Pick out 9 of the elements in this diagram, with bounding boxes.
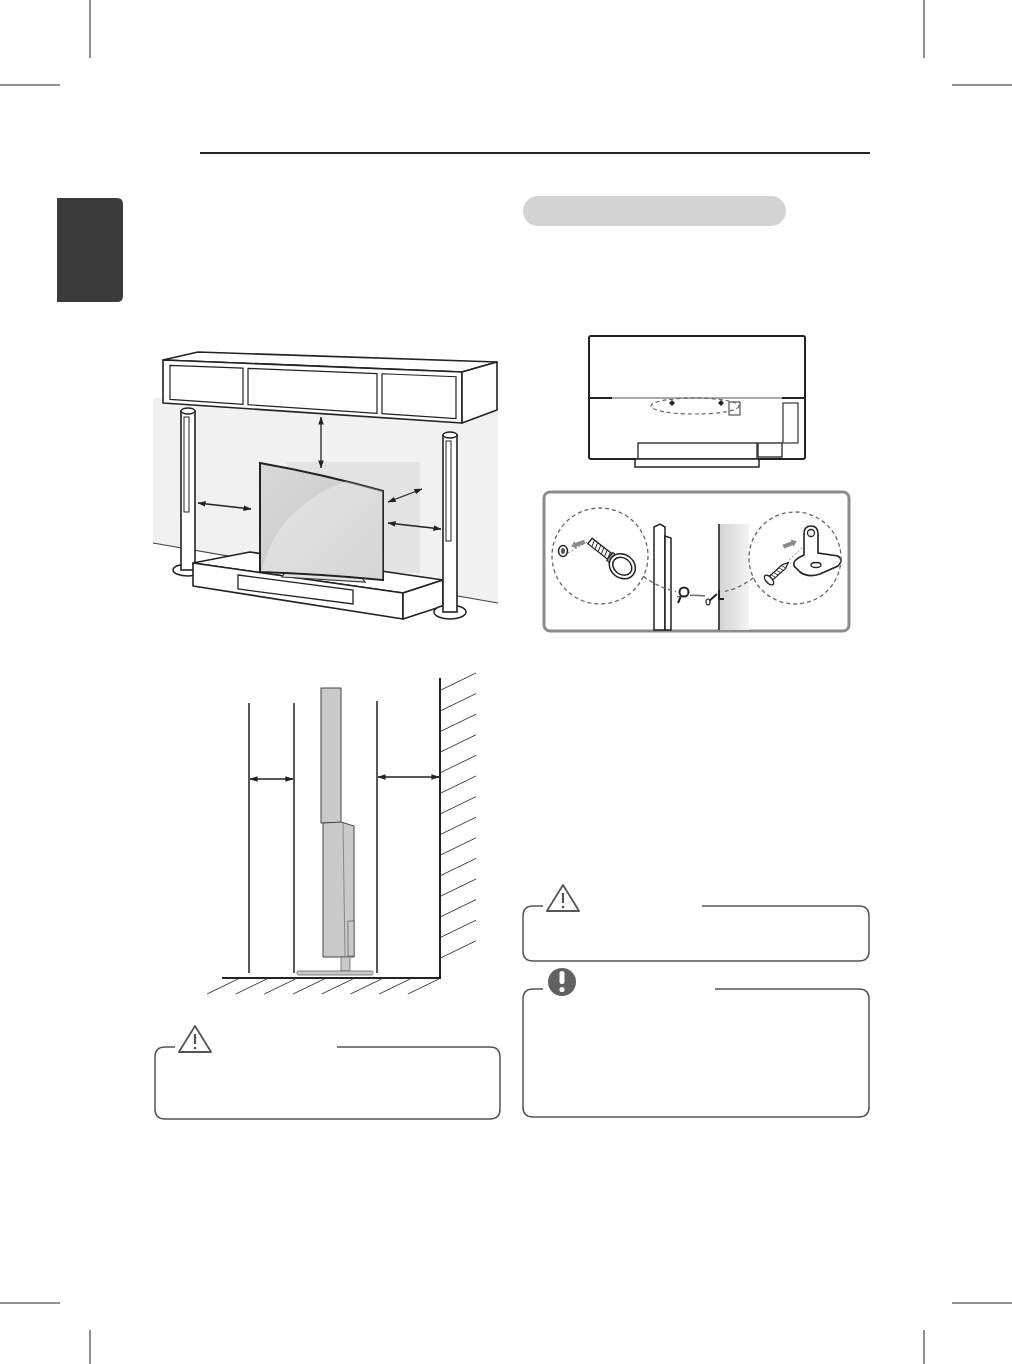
eye-bolt-icon [676,586,690,604]
safety-cord [689,594,706,597]
wall-bracket-icon [705,587,725,605]
detail-circle [551,507,649,605]
leader-line [724,577,755,592]
leader-line [642,575,677,593]
detail-circle [748,511,842,605]
section-tab [57,198,123,302]
heading-bar [523,196,786,226]
